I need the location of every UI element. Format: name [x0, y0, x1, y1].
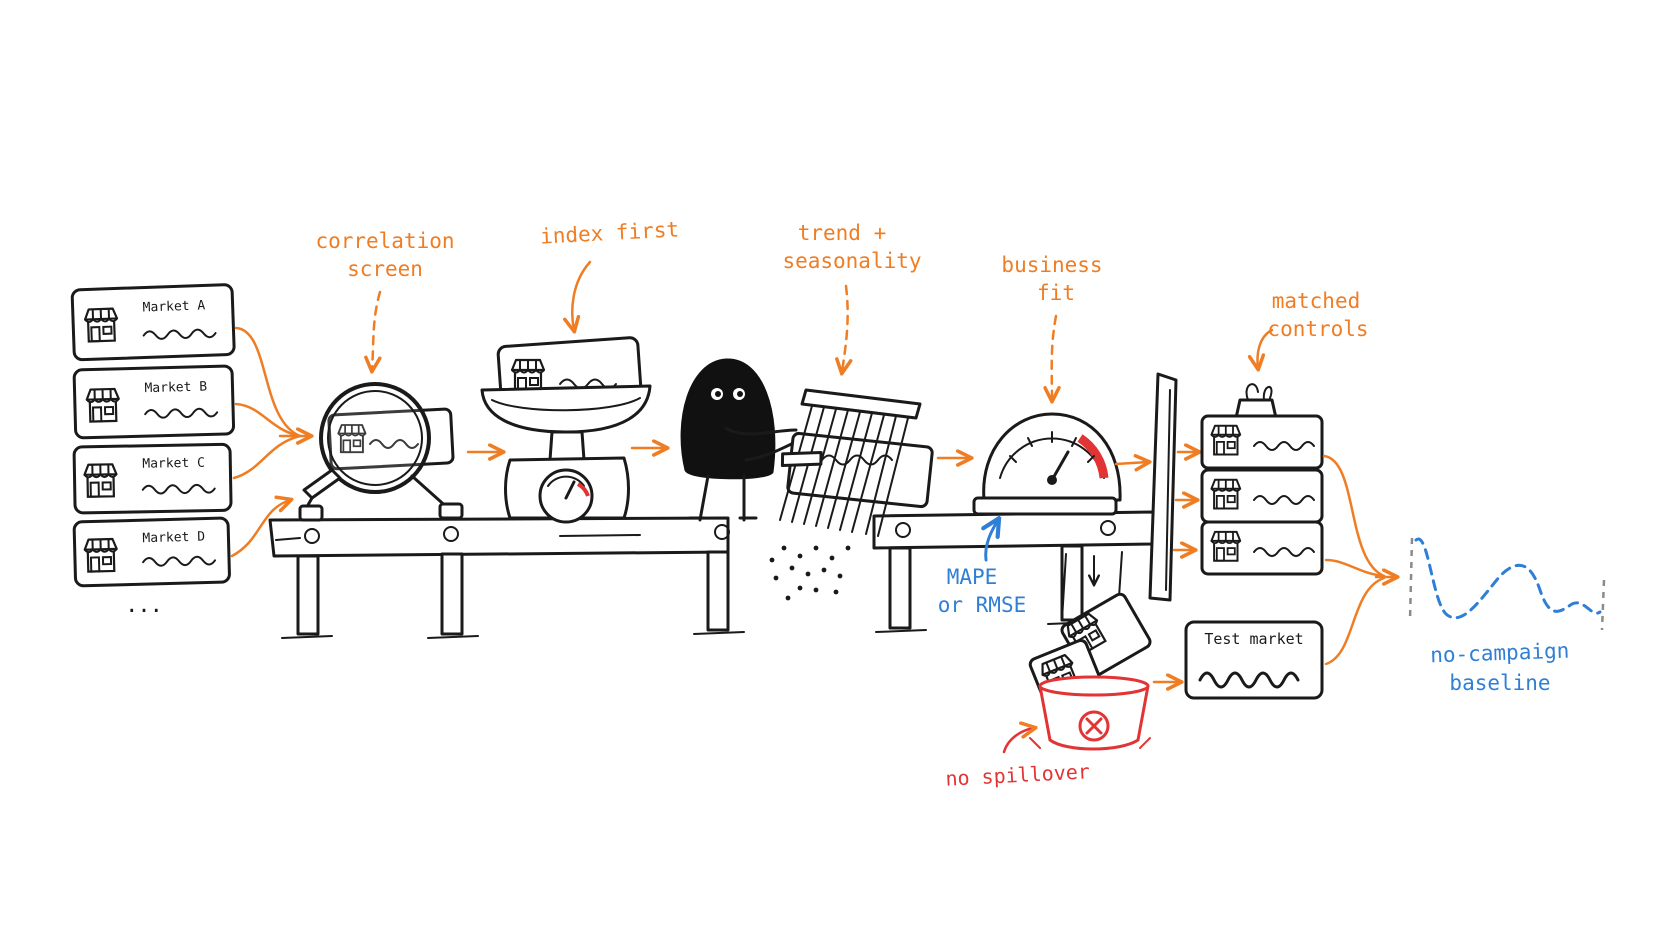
- baseline-curve: [1414, 537, 1602, 620]
- test-market-card: Test market: [1184, 620, 1324, 700]
- spillover-reject-bucket: no spillover: [945, 551, 1180, 791]
- step-label-line1: business: [1001, 253, 1102, 277]
- baseline-label-line2: baseline: [1449, 671, 1550, 695]
- gate-to-controls-arrows: [1172, 452, 1198, 550]
- sparkline: [144, 407, 219, 419]
- step-label-line2: controls: [1267, 317, 1368, 341]
- sparkline: [141, 483, 216, 495]
- step-label-line2: screen: [347, 257, 423, 281]
- sparkline: [142, 555, 217, 567]
- binder-clip-icon: [1234, 383, 1278, 420]
- test-market-label: Test market: [1204, 630, 1303, 648]
- control-market-card: [1200, 414, 1324, 470]
- market-label: Market C: [142, 456, 205, 472]
- reject-x-icon: [1078, 710, 1110, 742]
- metric-label-line2: or RMSE: [938, 593, 1027, 617]
- sparkline: [142, 328, 217, 340]
- market-card-c: Market C: [72, 442, 233, 515]
- matched-controls-step: matched controls: [1200, 289, 1369, 576]
- conveyor-table: [268, 510, 1157, 639]
- to-baseline-arrows: [1322, 454, 1396, 666]
- reject-label: no spillover: [945, 759, 1091, 791]
- market-card-list: Market A Market B Market C Market D ...: [70, 283, 236, 619]
- baseline-label-line1: no-campaign: [1430, 639, 1570, 668]
- step-label-line1: trend +: [798, 221, 887, 245]
- step-label-line2: seasonality: [782, 249, 921, 273]
- more-markets-ellipsis: ...: [128, 589, 165, 619]
- no-campaign-baseline: no-campaign baseline: [1408, 537, 1606, 695]
- blob-character: [680, 358, 802, 522]
- market-card-a: Market A: [70, 283, 236, 362]
- step-label-line1: index first: [540, 217, 680, 248]
- market-merge-arrows: [230, 326, 310, 558]
- speedometer-icon: [972, 412, 1122, 516]
- correlation-screen-step: correlation screen: [298, 229, 502, 522]
- step-label-line1: matched: [1272, 289, 1361, 313]
- control-market-card: [1200, 468, 1324, 524]
- step-label-line2: fit: [1037, 281, 1075, 305]
- market-label: Market A: [142, 298, 205, 315]
- market-card-b: Market B: [72, 364, 236, 440]
- kitchen-scale-icon: [480, 336, 652, 524]
- metric-label-line1: MAPE: [947, 565, 998, 589]
- magnifying-glass-icon: [298, 382, 464, 522]
- removed-noise-particles: [769, 545, 851, 601]
- market-label: Market B: [144, 380, 207, 397]
- business-fit-step: business fit MAPE or RMSE: [938, 253, 1148, 617]
- trend-seasonality-step: trend + seasonality: [680, 221, 970, 601]
- control-market-card: [1200, 520, 1324, 576]
- filter-gate: [1148, 372, 1178, 602]
- comb-icon: [779, 388, 934, 537]
- market-card-d: Market D: [72, 516, 231, 588]
- index-first-step: index first: [480, 217, 680, 524]
- step-label-line1: correlation: [315, 229, 454, 253]
- market-label: Market D: [142, 530, 205, 547]
